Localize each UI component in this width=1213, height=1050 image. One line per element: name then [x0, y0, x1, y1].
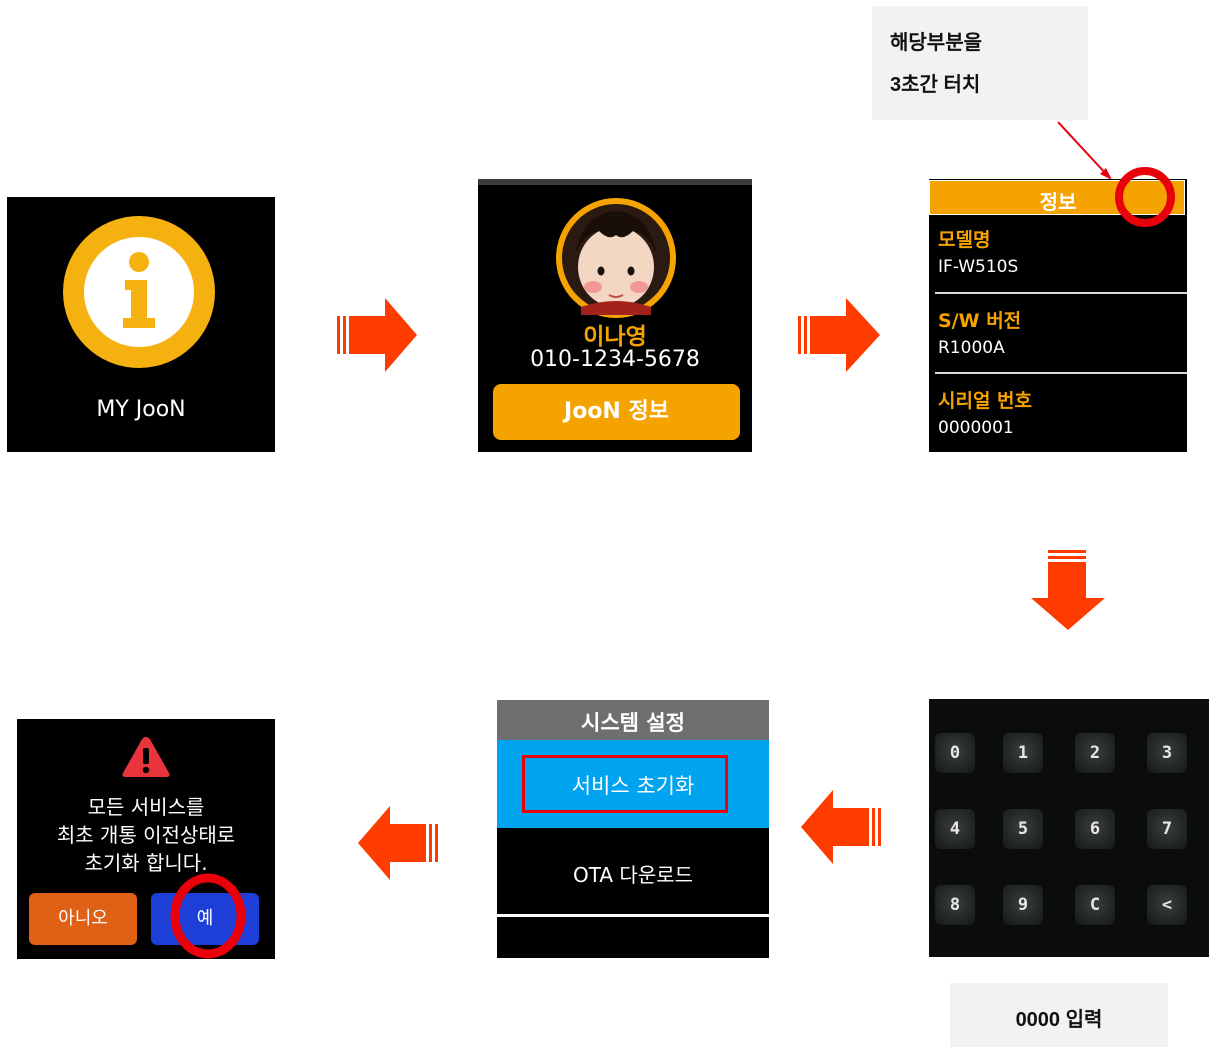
key-7[interactable]: 7 — [1147, 809, 1187, 849]
touch-hint-callout: 해당부분을 3초간 터치 — [872, 6, 1088, 120]
service-reset-highlight-box — [522, 755, 728, 813]
info-header-title: 정보 — [1039, 190, 1077, 214]
flow-arrow-down — [1031, 550, 1105, 630]
key-1[interactable]: 1 — [1003, 733, 1043, 773]
info-icon[interactable] — [57, 210, 221, 374]
system-header-title: 시스템 설정 — [581, 711, 685, 735]
info-row-model: 모델명 IF-W510S — [935, 215, 1187, 294]
key-8[interactable]: 8 — [935, 885, 975, 925]
top-strip — [478, 179, 752, 185]
pointer-line — [1057, 121, 1112, 180]
info-row-sw-version: S/W 버전 R1000A — [935, 294, 1187, 374]
confirm-message-line1: 모든 서비스를 — [87, 795, 205, 819]
model-value: IF-W510S — [938, 257, 1019, 277]
profile-phone: 010-1234-5678 — [530, 347, 700, 372]
profile-name: 이나영 — [583, 324, 647, 350]
info-header[interactable]: 정보 — [929, 180, 1185, 215]
key-9[interactable]: 9 — [1003, 885, 1043, 925]
system-header: 시스템 설정 — [497, 700, 769, 740]
enter-code-callout: 0000 입력 — [950, 983, 1168, 1047]
menu-item-ota-download[interactable]: OTA 다운로드 — [497, 828, 769, 917]
menu-item-service-reset[interactable]: 서비스 초기화 — [497, 740, 769, 828]
key-2[interactable]: 2 — [1075, 733, 1115, 773]
key-clear[interactable]: C — [1075, 885, 1115, 925]
key-backspace[interactable]: < — [1147, 885, 1187, 925]
screen-system-settings: 시스템 설정 서비스 초기화 OTA 다운로드 — [497, 700, 769, 958]
enter-code-label: 0000 입력 — [1015, 1009, 1103, 1031]
flow-arrow-left-1 — [801, 790, 881, 864]
joon-info-button[interactable]: JooN 정보 — [493, 384, 740, 440]
confirm-message-line3: 초기화 합니다. — [84, 851, 208, 875]
model-label: 모델명 — [938, 229, 991, 251]
key-6[interactable]: 6 — [1075, 809, 1115, 849]
flow-arrow-left-2 — [358, 806, 438, 880]
screen-confirm-reset: 모든 서비스를 최초 개통 이전상태로 초기화 합니다. 아니오 예 — [17, 719, 275, 959]
key-0[interactable]: 0 — [935, 733, 975, 773]
flow-arrow-right-2 — [798, 298, 880, 372]
confirm-message-line2: 최초 개통 이전상태로 — [56, 823, 236, 847]
screen-keypad: 0 1 2 3 4 5 6 7 8 9 C < — [929, 699, 1209, 957]
screen-profile: 이나영 010-1234-5678 JooN 정보 — [478, 179, 752, 452]
yes-highlight-circle — [170, 873, 246, 959]
touch-target-circle — [1115, 167, 1175, 227]
key-4[interactable]: 4 — [935, 809, 975, 849]
sw-version-label: S/W 버전 — [938, 310, 1022, 332]
avatar[interactable] — [553, 195, 679, 321]
key-5[interactable]: 5 — [1003, 809, 1043, 849]
touch-hint-line2: 3초간 터치 — [890, 74, 981, 96]
no-button[interactable]: 아니오 — [29, 893, 137, 945]
sw-version-value: R1000A — [938, 338, 1005, 358]
ota-download-label: OTA 다운로드 — [572, 863, 694, 887]
info-row-serial: 시리얼 번호 0000001 — [935, 374, 1187, 452]
warning-icon — [122, 737, 170, 777]
serial-value: 0000001 — [938, 418, 1014, 438]
serial-label: 시리얼 번호 — [938, 390, 1033, 412]
my-joon-label: MY JooN — [96, 397, 186, 422]
flow-arrow-right-1 — [337, 298, 417, 372]
touch-hint-line1: 해당부분을 — [890, 32, 982, 54]
keypad-grid: 0 1 2 3 4 5 6 7 8 9 C < — [929, 699, 1209, 957]
screen-my-joon: MY JooN — [7, 197, 275, 452]
service-reset-label: 서비스 초기화 — [571, 774, 695, 798]
key-3[interactable]: 3 — [1147, 733, 1187, 773]
